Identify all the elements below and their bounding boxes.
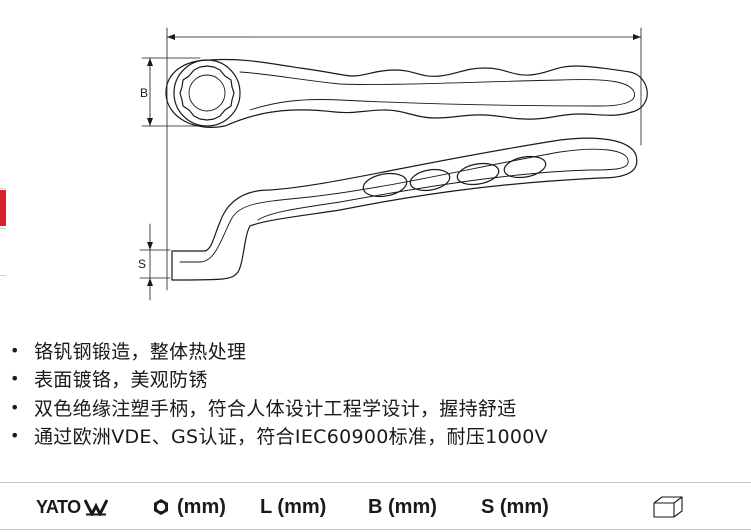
socket-inner-circle	[188, 74, 226, 112]
feature-text: 表面镀铬，美观防锈	[34, 369, 208, 392]
grip-oval	[362, 172, 408, 198]
red-side-marker	[0, 190, 6, 226]
edge-divider	[0, 188, 6, 189]
package-column-header	[652, 490, 686, 524]
list-item: • 表面镀铬，美观防锈	[10, 365, 548, 394]
bullet-icon: •	[10, 397, 20, 417]
insulation-inner-line	[239, 71, 636, 111]
grip-oval	[456, 162, 500, 186]
ring-head-outer	[173, 59, 241, 127]
bullet-icon: •	[10, 369, 20, 389]
wrench-technical-drawing: B S	[138, 27, 648, 301]
wrench-top-outline	[165, 58, 648, 128]
bullet-icon: •	[10, 340, 20, 360]
brand-name: YATO	[36, 496, 81, 517]
s-column-header: S (mm)	[481, 495, 549, 518]
size-unit: (mm)	[177, 495, 226, 518]
feature-text: 双色绝缘注塑手柄，符合人体设计工程学设计，握持舒适	[34, 397, 517, 420]
box-icon	[653, 496, 683, 518]
table-top-border	[0, 482, 751, 483]
l-column-header: L (mm)	[260, 495, 327, 518]
twelve-point-socket	[179, 65, 235, 121]
bullet-icon: •	[10, 426, 20, 446]
side-insulation-line	[179, 148, 629, 263]
table-bottom-border	[0, 529, 751, 530]
feature-text: 铬钒钢锻造，整体热处理	[34, 340, 247, 363]
hexagon-ring-icon	[154, 499, 168, 515]
b-label: B	[140, 86, 148, 100]
feature-list: • 铬钒钢锻造，整体热处理 • 表面镀铬，美观防锈 • 双色绝缘注塑手柄，符合人体设计…	[10, 336, 548, 450]
list-item: • 铬钒钢锻造，整体热处理	[10, 336, 548, 365]
brand-header: YATO	[36, 490, 108, 524]
grip-oval	[503, 155, 547, 179]
s-label: S	[138, 257, 146, 271]
size-column-header: (mm)	[151, 490, 226, 524]
wrench-side-outline	[171, 137, 638, 281]
dimension-arrow	[147, 58, 153, 126]
list-item: • 双色绝缘注塑手柄，符合人体设计工程学设计，握持舒适	[10, 393, 548, 422]
b-column-header: B (mm)	[368, 495, 437, 518]
grip-oval	[409, 168, 451, 192]
yato-logo-icon	[83, 499, 108, 516]
list-item: • 通过欧洲VDE、GS认证，符合IEC60900标准，耐压1000V	[10, 422, 548, 451]
edge-divider	[0, 228, 6, 229]
feature-text: 通过欧洲VDE、GS认证，符合IEC60900标准，耐压1000V	[34, 426, 548, 449]
edge-divider	[0, 275, 6, 276]
